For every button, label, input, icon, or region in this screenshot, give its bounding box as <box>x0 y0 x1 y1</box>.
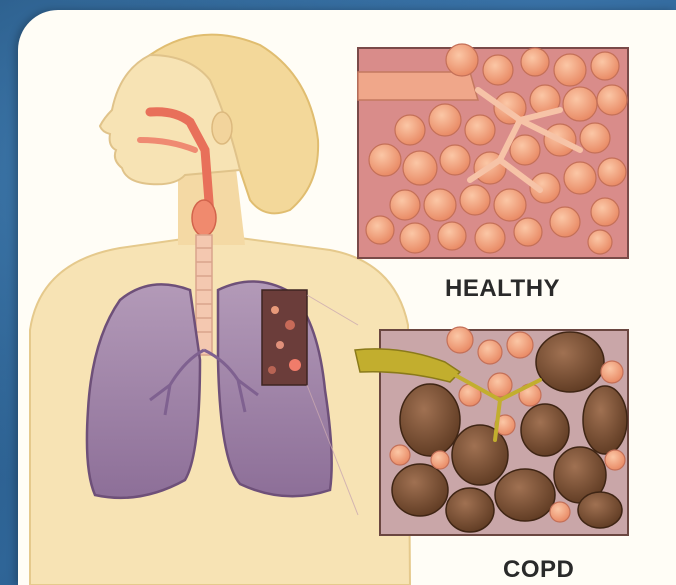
trachea <box>196 235 212 355</box>
copd-alveoli-image <box>355 327 628 535</box>
copd-label: COPD <box>503 556 574 584</box>
healthy-label: HEALTHY <box>445 275 560 303</box>
healthy-alveoli-image <box>358 44 628 258</box>
